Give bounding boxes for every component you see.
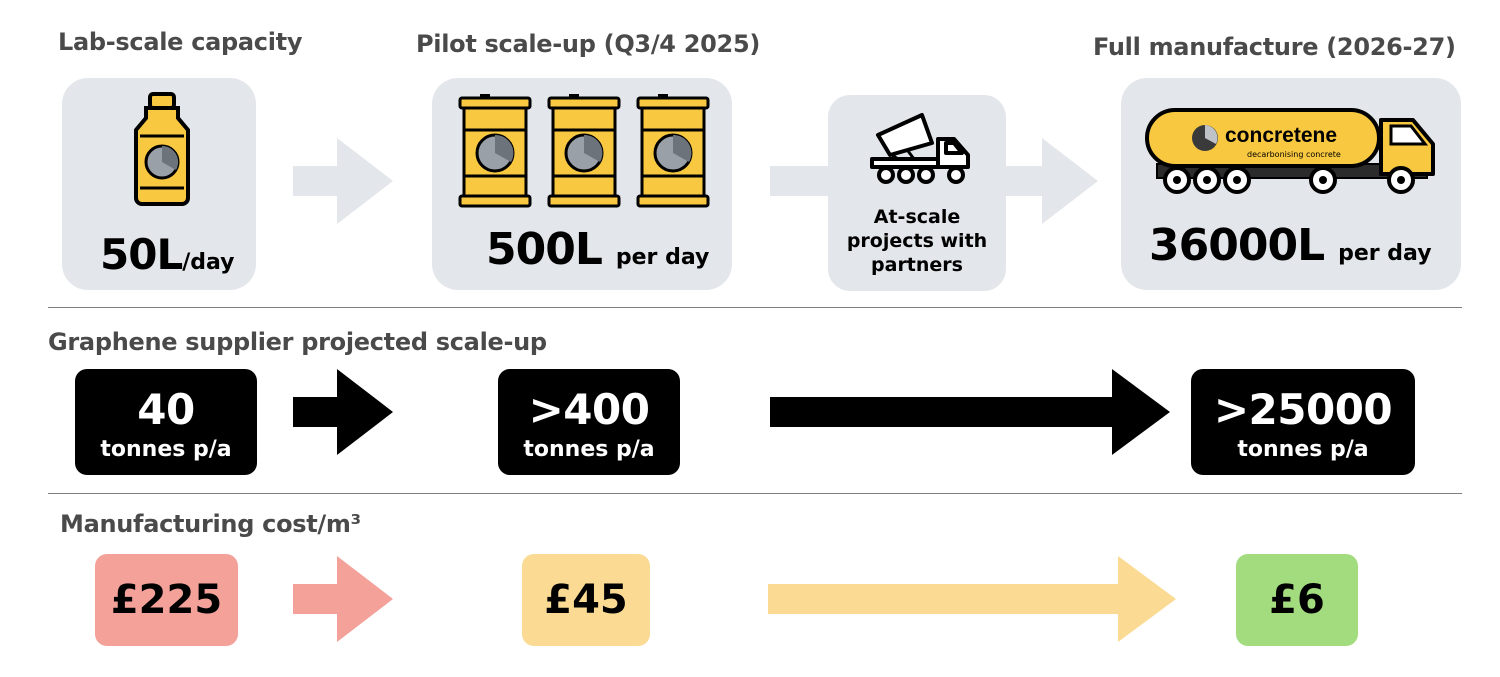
pilot-unit: per day <box>615 245 710 270</box>
graphene-value: >400 <box>528 385 650 434</box>
graphene-box-40: 40 tonnes p/a <box>75 369 257 475</box>
pilot-heading: Pilot scale-up (Q3/4 2025) <box>416 30 761 58</box>
partners-card: At-scale projects with partners <box>828 95 1006 291</box>
graphene-arrow-1 <box>293 369 393 455</box>
cost-arrow-2 <box>768 556 1176 642</box>
graphene-value: 40 <box>137 385 195 434</box>
arrow-lab-to-pilot <box>293 138 393 224</box>
partners-text: At-scale projects with partners <box>846 206 988 276</box>
lab-scale-card: 50L/day <box>62 78 256 290</box>
tanker-truck-icon <box>1143 104 1443 196</box>
cost-arrow-1 <box>293 556 393 642</box>
lab-scale-heading: Lab-scale capacity <box>58 28 303 56</box>
tanker-tagline: decarbonising concrete <box>1247 150 1341 159</box>
graphene-unit: tonnes p/a <box>523 437 655 462</box>
divider-bottom <box>48 493 1462 494</box>
full-manufacture-heading: Full manufacture (2026-27) <box>1093 33 1456 61</box>
graphene-heading: Graphene supplier projected scale-up <box>48 328 547 356</box>
concrete-mixer-truck-icon <box>868 109 978 189</box>
pilot-card: 500L per day <box>432 78 732 290</box>
lab-capacity-value: 50L/day <box>100 230 235 279</box>
divider-top <box>48 307 1462 308</box>
graphene-box-25000: >25000 tonnes p/a <box>1191 369 1415 475</box>
graphene-arrow-2 <box>770 369 1170 455</box>
full-value: 36000L <box>1149 220 1325 271</box>
graphene-unit: tonnes p/a <box>1237 437 1369 462</box>
cost-box-225: £225 <box>95 554 238 646</box>
lab-unit: /day <box>182 250 235 275</box>
graphene-box-400: >400 tonnes p/a <box>498 369 680 475</box>
tanker-brand-logo: concretene <box>1225 124 1338 147</box>
bottle-icon <box>130 92 194 208</box>
full-capacity-value: 36000L per day <box>1149 220 1432 271</box>
full-unit: per day <box>1338 241 1432 266</box>
barrels-icon <box>454 94 714 210</box>
arrow-partners-to-full <box>1006 138 1098 224</box>
cost-box-45: £45 <box>522 554 650 646</box>
cost-box-6: £6 <box>1236 554 1358 646</box>
pilot-capacity-value: 500L per day <box>486 224 709 275</box>
cost-heading: Manufacturing cost/m³ <box>60 510 361 538</box>
pilot-value: 500L <box>486 224 603 275</box>
graphene-unit: tonnes p/a <box>100 437 232 462</box>
graphene-value: >25000 <box>1213 385 1393 434</box>
full-manufacture-card: concretene decarbonising concrete 36000L… <box>1121 78 1461 290</box>
arrow-pilot-to-partners <box>770 138 830 224</box>
lab-value: 50L <box>100 230 183 279</box>
